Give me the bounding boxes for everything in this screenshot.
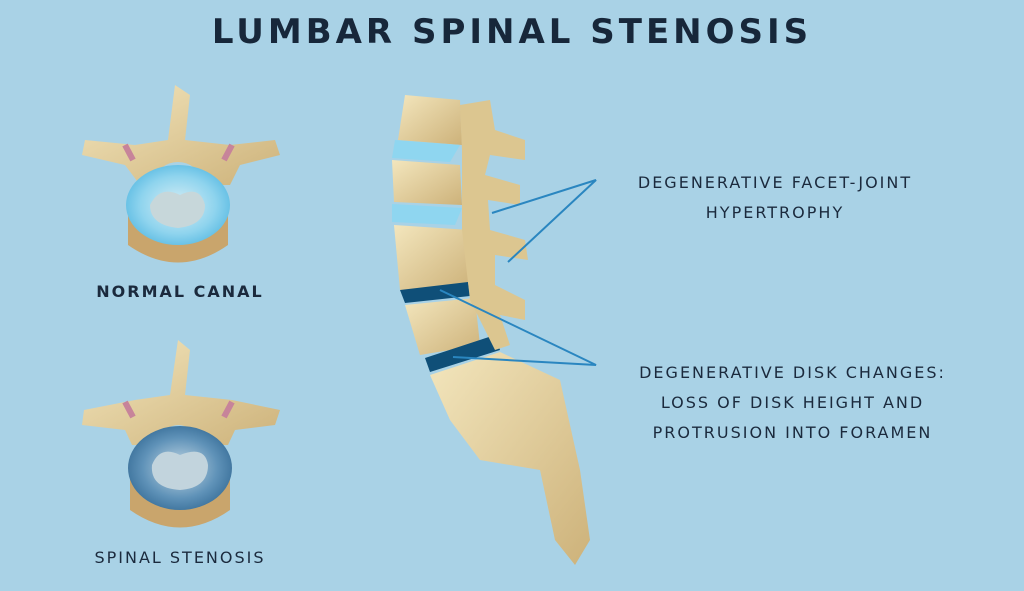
spinal-stenosis-label: SPINAL STENOSIS [94, 548, 266, 567]
stenosis-vertebra [82, 340, 280, 528]
facet-joint-label: DEGENERATIVE FACET-JOINT HYPERTROPHY [600, 168, 950, 228]
disk-label-line3: PROTRUSION INTO FORAMEN [652, 423, 933, 442]
facet-leader-line [491, 179, 597, 263]
lumbar-spine [392, 95, 590, 565]
facet-label-line1: DEGENERATIVE FACET-JOINT [637, 173, 913, 192]
disk-label-line1: DEGENERATIVE DISK CHANGES: [639, 363, 946, 382]
disk-changes-label: DEGENERATIVE DISK CHANGES: LOSS OF DISK … [600, 358, 985, 448]
facet-label-line2: HYPERTROPHY [705, 203, 845, 222]
disk-leader-line [439, 289, 597, 366]
disk-label-line2: LOSS OF DISK HEIGHT AND [660, 393, 925, 412]
normal-vertebra [82, 85, 280, 263]
page-title: LUMBAR SPINAL STENOSIS [211, 12, 813, 52]
normal-canal-label: NORMAL CANAL [96, 282, 264, 301]
